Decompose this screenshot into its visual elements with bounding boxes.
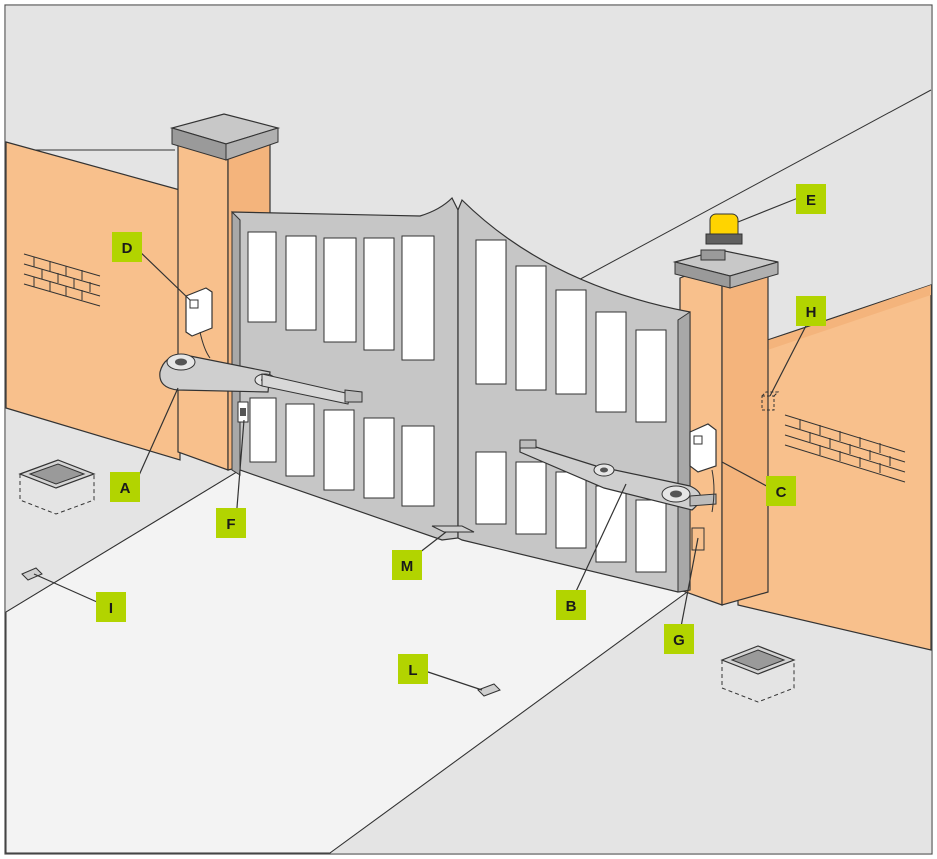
callout-a: A	[110, 472, 140, 502]
callout-c: C	[766, 476, 796, 506]
operator-arm-right	[519, 439, 717, 511]
ground-stop-l	[477, 683, 501, 697]
callout-e-text: E	[806, 192, 816, 209]
callout-a-text: A	[120, 480, 131, 497]
receiver-box	[689, 423, 717, 513]
junction-box-right	[720, 645, 796, 703]
callout-l-text: L	[408, 662, 417, 679]
gate-left-leaf	[231, 196, 459, 541]
control-unit-box	[185, 287, 213, 359]
brick-texture-right	[784, 414, 906, 483]
operator-arm-left	[159, 353, 363, 405]
callout-d: D	[112, 232, 142, 262]
callout-d-text: D	[122, 240, 133, 257]
gate-stop-m	[431, 525, 475, 533]
callout-i-text: I	[109, 600, 113, 617]
callout-m-text: M	[401, 558, 414, 575]
callout-f-text: F	[226, 516, 235, 533]
callout-m: M	[392, 550, 422, 580]
callout-b-text: B	[566, 598, 577, 615]
leader-lines	[33, 197, 811, 691]
photocell-f	[237, 401, 249, 423]
callout-g-text: G	[673, 632, 685, 649]
callout-e: E	[796, 184, 826, 214]
callout-h: H	[796, 296, 826, 326]
ground-stop-i	[21, 567, 43, 581]
callout-g: G	[664, 624, 694, 654]
callout-i: I	[96, 592, 126, 622]
left-wall	[5, 141, 181, 461]
callout-h-text: H	[806, 304, 817, 321]
brick-texture-left	[23, 253, 101, 307]
flashing-lamp	[700, 213, 743, 261]
callout-b: B	[556, 590, 586, 620]
junction-box-left	[18, 459, 96, 515]
callout-c-text: C	[776, 484, 787, 501]
callout-l: L	[398, 654, 428, 684]
callout-f: F	[216, 508, 246, 538]
